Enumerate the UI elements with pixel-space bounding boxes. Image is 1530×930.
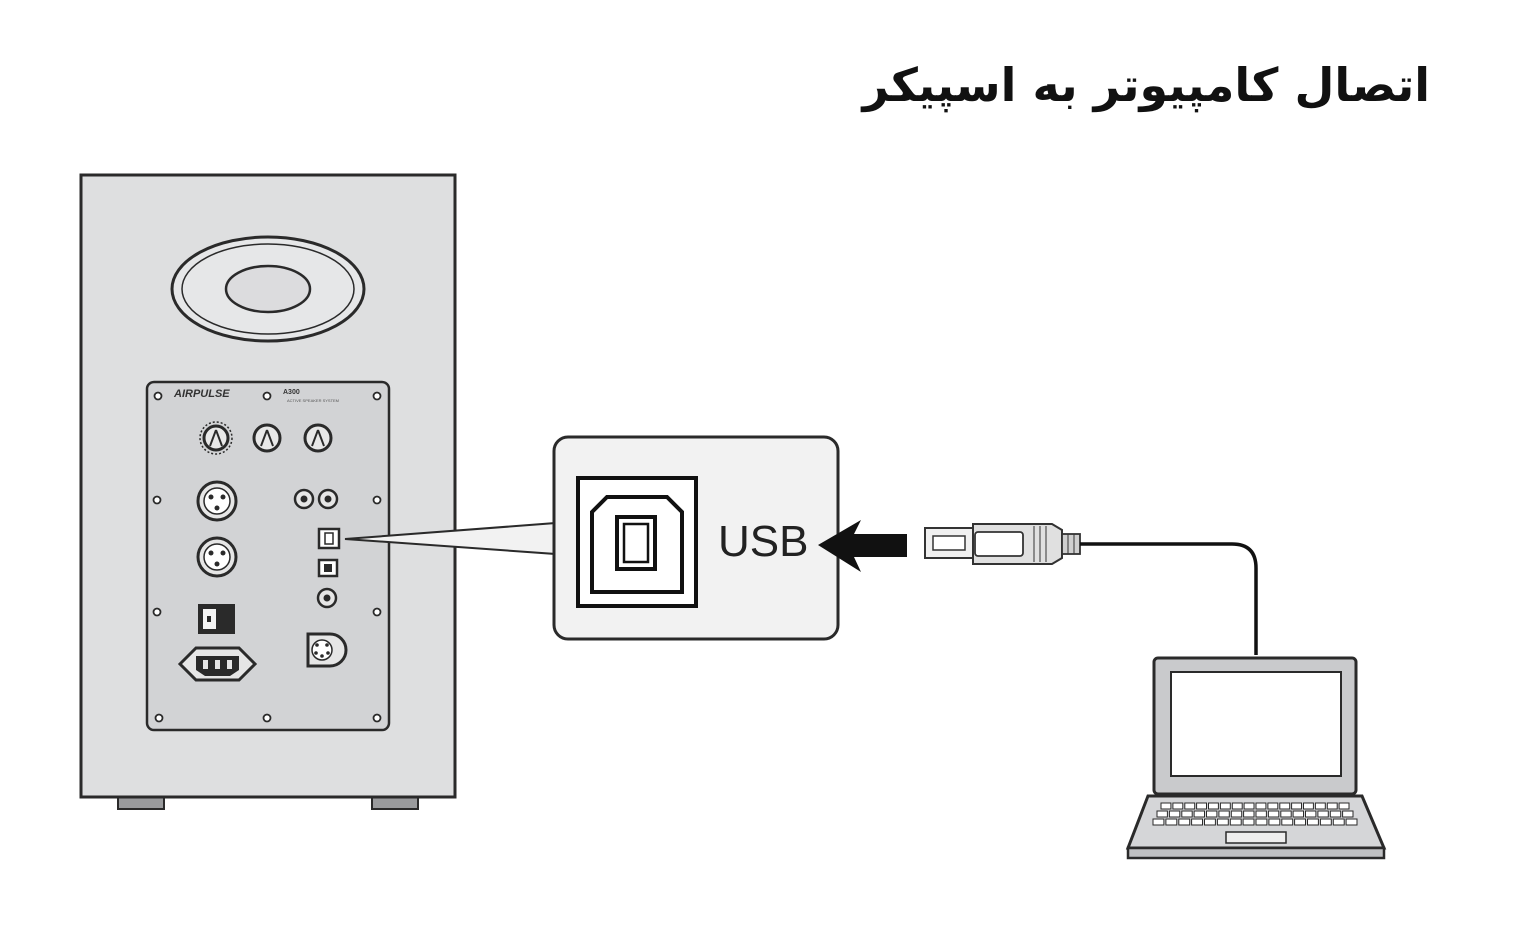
keyboard-key: [1165, 818, 1178, 826]
keyboard-key: [1332, 818, 1345, 826]
keyboard-key: [1329, 810, 1342, 818]
usb-b-port-icon: [576, 476, 698, 608]
keyboard-key: [1307, 818, 1319, 826]
keyboard-key: [1338, 802, 1350, 810]
keyboard-key: [1292, 810, 1304, 818]
xlr-input-icon: [196, 480, 238, 522]
arrow-left-icon: [818, 520, 907, 572]
din-connector-icon: [306, 632, 348, 668]
power-inlet-icon: [177, 646, 258, 682]
screw: [372, 713, 382, 723]
keyboard-key: [1243, 810, 1255, 818]
laptop-base-edge: [1126, 846, 1386, 860]
panel-usb-port-icon: [317, 527, 341, 550]
keyboard-key: [1191, 818, 1203, 826]
keyboard-key: [1230, 810, 1243, 818]
keyboard-key: [1208, 802, 1219, 810]
keyboard-key: [1168, 810, 1181, 818]
keyboard-key: [1229, 818, 1242, 826]
keyboard-key: [1204, 818, 1216, 826]
keyboard-key: [1181, 810, 1193, 818]
knob-icon: [199, 421, 233, 455]
laptop-keyboard: [1152, 802, 1358, 826]
keyboard-key: [1243, 802, 1255, 810]
keyboard-key: [1172, 802, 1184, 810]
keyboard-key: [1279, 802, 1291, 810]
keyboard-key: [1281, 818, 1294, 826]
screw: [154, 713, 164, 723]
keyboard-key: [1305, 810, 1317, 818]
speaker-icon: AIRPULSE A300 ACTIVE SPEAKER SYSTEM: [79, 173, 457, 810]
knob-icon: [252, 423, 282, 453]
keyboard-key: [1345, 818, 1358, 826]
keyboard-key: [1267, 810, 1280, 818]
keyboard-key: [1319, 818, 1332, 826]
usb-plug-icon: [924, 523, 1081, 565]
screw: [262, 391, 272, 401]
knob-icon: [303, 423, 333, 453]
screw: [262, 713, 272, 723]
keyboard-key: [1267, 802, 1279, 810]
model-label: A300: [283, 389, 300, 396]
bass-port-rim: [181, 243, 355, 335]
keyboard-key: [1218, 810, 1230, 818]
keyboard-key: [1255, 818, 1268, 826]
keyboard-key: [1255, 802, 1267, 810]
keyboard-key: [1303, 802, 1314, 810]
keyboard-key: [1206, 810, 1218, 818]
xlr-input-icon: [196, 536, 238, 578]
keyboard-key: [1216, 818, 1229, 826]
keyboard-key: [1184, 802, 1196, 810]
keyboard-key: [1342, 810, 1354, 818]
keyboard-key: [1268, 818, 1281, 826]
screw: [152, 607, 162, 617]
keyboard-key: [1193, 810, 1205, 818]
keyboard-key: [1160, 802, 1172, 810]
keyboard-key: [1255, 810, 1267, 818]
screw: [372, 495, 382, 505]
screw: [372, 607, 382, 617]
keyboard-key: [1242, 818, 1255, 826]
bass-port-inner: [224, 264, 312, 314]
keyboard-key: [1219, 802, 1231, 810]
keyboard-key: [1152, 818, 1165, 826]
screw: [153, 391, 163, 401]
power-switch-icon: [198, 604, 235, 634]
keyboard-key: [1178, 818, 1191, 826]
usb-label: USB: [718, 517, 808, 566]
rca-jacks-icon: [293, 488, 339, 510]
keyboard-key: [1317, 810, 1329, 818]
optical-port-icon: [317, 558, 339, 578]
keyboard-key: [1231, 802, 1243, 810]
keyboard-key: [1294, 818, 1306, 826]
screw: [372, 391, 382, 401]
brand-logo: AIRPULSE: [173, 388, 230, 400]
coaxial-port-icon: [316, 587, 338, 609]
callout-joint: [558, 523, 564, 554]
keyboard-key: [1196, 802, 1207, 810]
screw: [152, 495, 162, 505]
laptop-icon: [1125, 656, 1387, 860]
keyboard-key: [1291, 802, 1302, 810]
keyboard-key: [1280, 810, 1292, 818]
model-subtitle: ACTIVE SPEAKER SYSTEM: [287, 398, 339, 403]
laptop-screen: [1170, 671, 1342, 777]
usb-cable: [1080, 542, 1258, 655]
control-knobs: [199, 421, 333, 455]
page-title: اتصال کامپیوتر به اسپیکر: [862, 58, 1430, 112]
keyboard-key: [1326, 802, 1338, 810]
laptop-trackpad: [1225, 831, 1287, 844]
keyboard-key: [1314, 802, 1326, 810]
keyboard-key: [1156, 810, 1168, 818]
